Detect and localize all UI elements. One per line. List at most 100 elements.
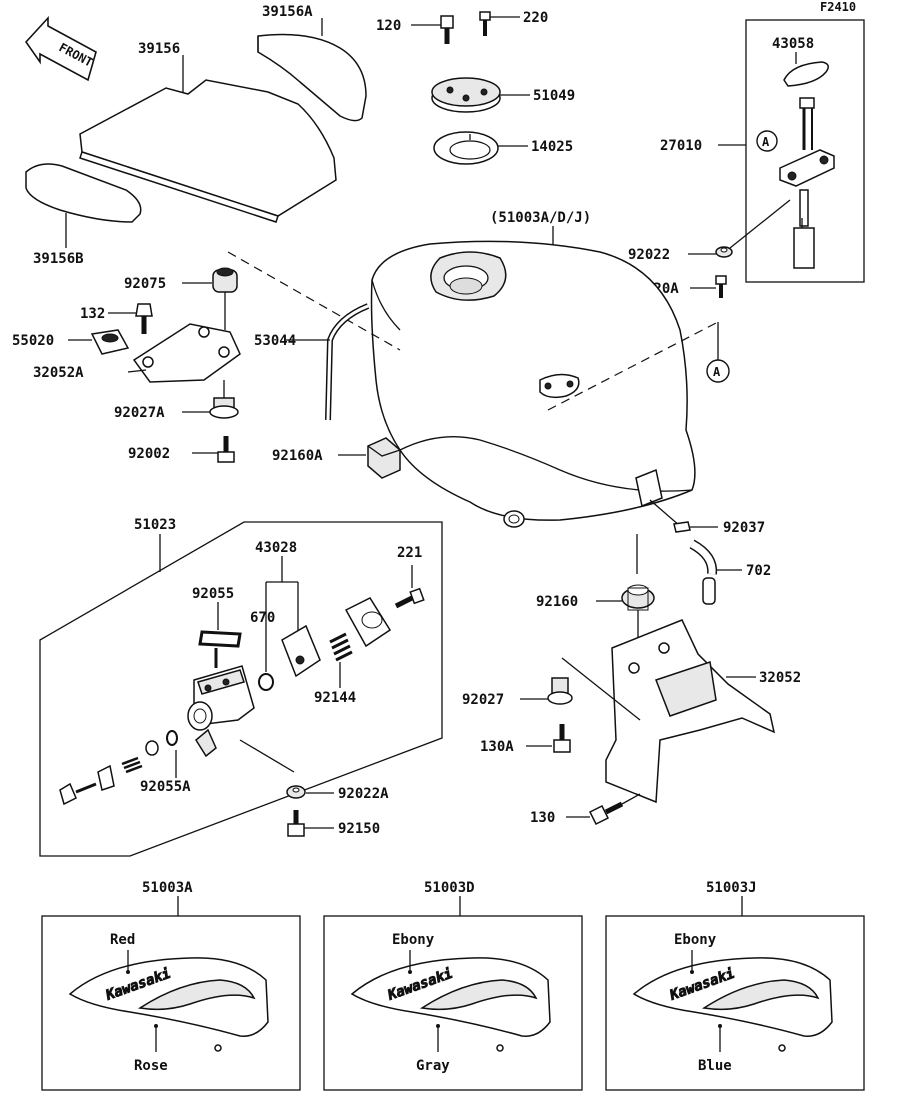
screw-220A xyxy=(715,275,727,298)
bolt-130 xyxy=(588,801,624,826)
bracket-32052 xyxy=(605,619,776,804)
callout-a-icon: A xyxy=(706,359,730,383)
hose-53044 xyxy=(325,303,370,421)
color-variants: 51003ARedRoseKawasaki51003DEbonyGrayKawa… xyxy=(41,880,865,1091)
seat-pad-39156 xyxy=(79,79,337,223)
gasket-14025 xyxy=(433,131,499,165)
label-43028: 43028 xyxy=(255,540,297,556)
label-92027: 92027 xyxy=(462,692,504,708)
fuel-cock-box xyxy=(39,521,443,857)
label-92022: 92022 xyxy=(628,247,670,263)
diaphragm-plate xyxy=(281,624,321,678)
label-92022A: 92022A xyxy=(338,786,389,802)
bolt-92150 xyxy=(287,810,305,837)
decal-stripe xyxy=(137,979,256,1011)
figure-code: F2410 xyxy=(820,0,856,14)
variant-bottom-color: Blue xyxy=(698,1058,732,1074)
label-39156A: 39156A xyxy=(262,4,313,20)
label-132: 132 xyxy=(80,306,105,322)
oring-43058 xyxy=(783,61,829,87)
label-92037: 92037 xyxy=(723,520,765,536)
lever-assembly xyxy=(59,730,178,806)
label-120: 120 xyxy=(376,18,401,34)
spring-92144 xyxy=(329,632,353,662)
bracket-32052A xyxy=(132,323,241,383)
bolt-130A xyxy=(553,724,571,753)
label-27010: 27010 xyxy=(660,138,702,154)
variant-top-color: Ebony xyxy=(392,932,435,948)
bolt-92002 xyxy=(217,436,235,463)
sender-box xyxy=(745,19,865,283)
gasket-92055 xyxy=(198,630,242,648)
variant-code: 51003A xyxy=(142,880,193,896)
collar-92027A xyxy=(209,397,239,419)
damper-92160A xyxy=(367,437,401,479)
label-43058: 43058 xyxy=(772,36,814,52)
decal-mount-icon xyxy=(214,1044,222,1052)
fuel-tank xyxy=(370,240,696,528)
label-92055A: 92055A xyxy=(140,779,191,795)
label-92002: 92002 xyxy=(128,446,170,462)
fuel-cap-51049 xyxy=(431,77,501,113)
label-92160: 92160 xyxy=(536,594,578,610)
damper-92075 xyxy=(212,267,238,293)
decal-stripe xyxy=(701,979,820,1011)
clip-92037 xyxy=(673,521,691,533)
label-39156: 39156 xyxy=(138,41,180,57)
variant-panel-box xyxy=(41,915,301,1091)
hose-702 xyxy=(689,539,718,605)
pointer-dot xyxy=(718,1024,722,1028)
decal-stripe xyxy=(419,979,538,1011)
pointer-dot xyxy=(690,970,694,974)
grommet-92022A xyxy=(286,785,306,799)
label-32052: 32052 xyxy=(759,670,801,686)
label-220: 220 xyxy=(523,10,548,26)
label-92160A: 92160A xyxy=(272,448,323,464)
variant-panel-box xyxy=(605,915,865,1091)
label-130A: 130A xyxy=(480,739,514,755)
callout-a-icon: A xyxy=(756,130,778,152)
cover-plate xyxy=(344,597,392,648)
damper-92160 xyxy=(621,584,655,611)
decal-mount-icon xyxy=(778,1044,786,1052)
fuel-cock-body xyxy=(187,648,255,758)
label-221: 221 xyxy=(397,545,422,561)
bolt-132 xyxy=(135,303,153,334)
variant-code: 51003J xyxy=(706,880,757,896)
front-arrow-icon: FRONT xyxy=(24,15,97,82)
label-51023: 51023 xyxy=(134,517,176,533)
label-92150: 92150 xyxy=(338,821,380,837)
screw-221 xyxy=(394,587,425,609)
label-702: 702 xyxy=(746,563,771,579)
seat-pad-39156A xyxy=(257,33,367,122)
pointer-dot xyxy=(408,970,412,974)
collar-55020 xyxy=(90,329,130,355)
fuel-sender-27010 xyxy=(779,97,835,269)
svg-text:A: A xyxy=(762,135,770,149)
grommet-92022 xyxy=(715,246,733,258)
pointer-dot xyxy=(436,1024,440,1028)
variant-bottom-color: Gray xyxy=(416,1058,450,1074)
seat-pad-39156B xyxy=(25,163,142,223)
label-92027A: 92027A xyxy=(114,405,165,421)
variant-bottom-color: Rose xyxy=(134,1058,168,1074)
bolt-120 xyxy=(440,15,454,44)
collar-92027 xyxy=(547,677,573,705)
label-32052A: 32052A xyxy=(33,365,84,381)
label-14025: 14025 xyxy=(531,139,573,155)
screw-220 xyxy=(479,11,491,36)
pointer-dot xyxy=(126,970,130,974)
label-92144: 92144 xyxy=(314,690,356,706)
pointer-dot xyxy=(154,1024,158,1028)
decal-mount-icon xyxy=(496,1044,504,1052)
label-92055: 92055 xyxy=(192,586,234,602)
label-51003ADJ: (51003A/D/J) xyxy=(490,210,591,226)
label-670: 670 xyxy=(250,610,275,626)
label-130: 130 xyxy=(530,810,555,826)
label-55020: 55020 xyxy=(12,333,54,349)
variant-panel-box xyxy=(323,915,583,1091)
